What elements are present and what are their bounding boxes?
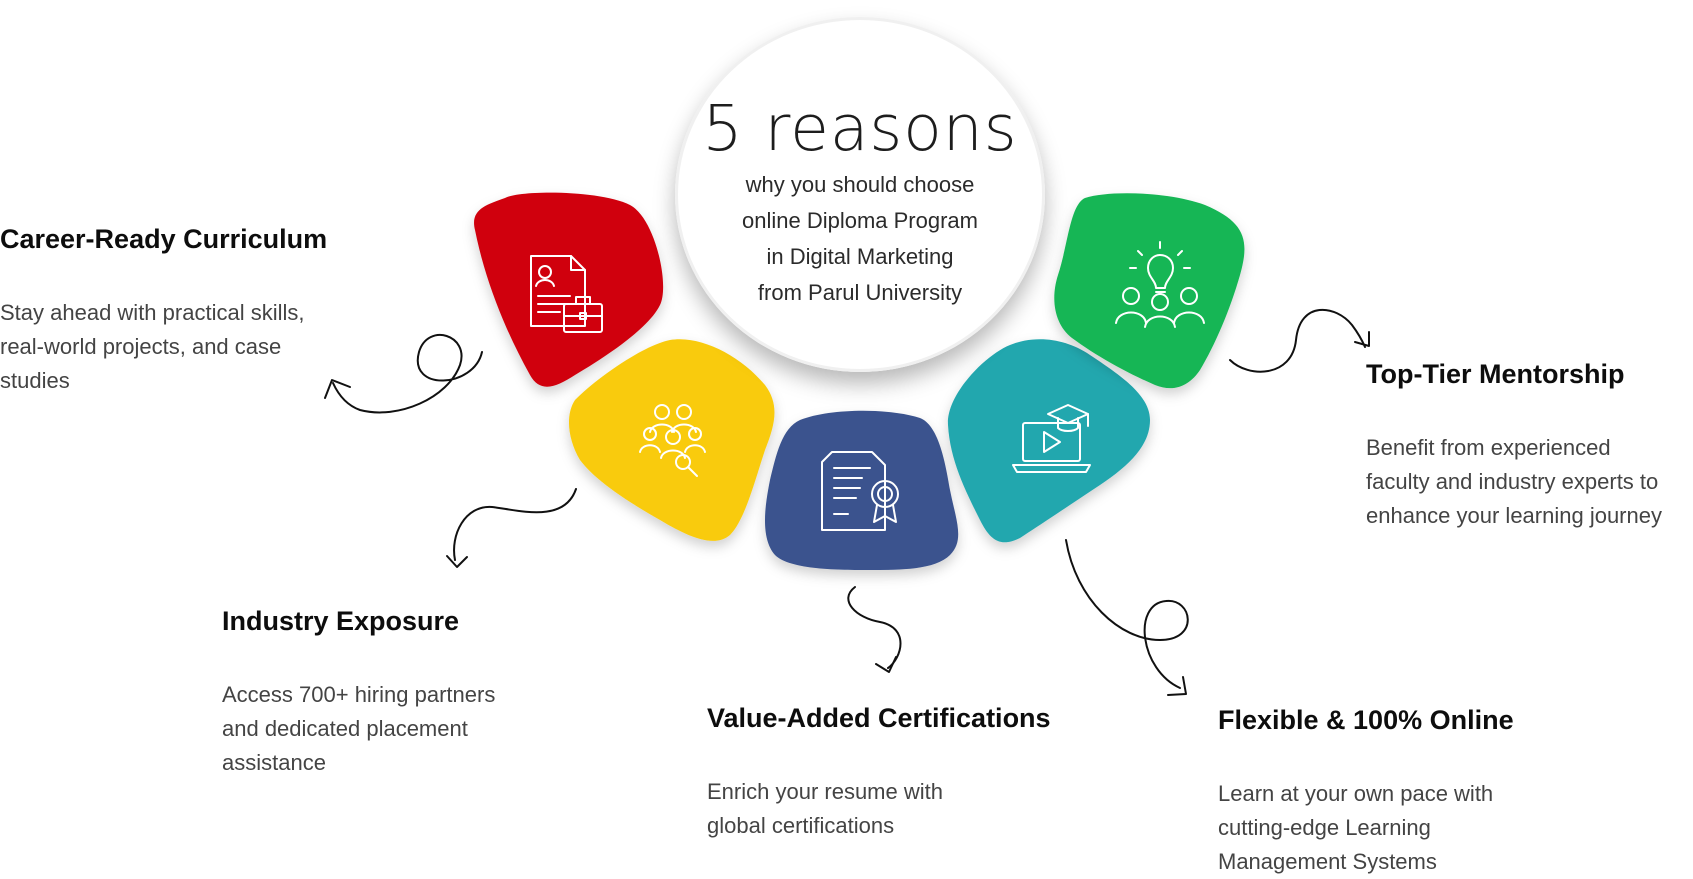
arrow-flexible-online bbox=[1065, 539, 1189, 689]
reason-title: Career-Ready Curriculum bbox=[0, 224, 328, 254]
reason-line: cutting-edge Learning bbox=[1218, 815, 1431, 840]
online-learning-icon bbox=[1012, 404, 1091, 473]
arrow-mentorship bbox=[1229, 308, 1366, 373]
arrow-career-ready bbox=[332, 334, 483, 414]
reason-line: enhance your learning journey bbox=[1366, 503, 1662, 528]
petal-certifications bbox=[765, 410, 959, 570]
petal-industry-exposure bbox=[568, 339, 775, 541]
certificate-icon bbox=[821, 451, 899, 531]
reason-description: Learn at your own pace with cutting-edge… bbox=[1218, 777, 1514, 879]
arrow-industry-exposure bbox=[453, 488, 577, 561]
reason-title: Value-Added Certifications bbox=[707, 703, 1051, 733]
reason-line: Access 700+ hiring partners bbox=[222, 682, 496, 707]
reason-line: Benefit from experienced bbox=[1366, 435, 1611, 460]
center-hub: 5 reasons why you should choose online D… bbox=[675, 17, 1045, 372]
hub-subtitle-line: in Digital Marketing bbox=[766, 244, 954, 269]
reason-career-ready: Career-Ready Curriculum Stay ahead with … bbox=[0, 222, 327, 398]
reason-line: studies bbox=[0, 368, 70, 393]
reason-line: and dedicated placement bbox=[222, 716, 468, 741]
reason-line: assistance bbox=[222, 750, 326, 775]
reason-title: Top-Tier Mentorship bbox=[1366, 359, 1625, 389]
hub-subtitle-line: why you should choose bbox=[745, 172, 975, 197]
petal-mentorship bbox=[1054, 193, 1245, 389]
reason-line: global certifications bbox=[707, 813, 895, 838]
reason-line: faculty and industry experts to bbox=[1366, 469, 1659, 494]
hub-subtitle-line: online Diploma Program bbox=[742, 208, 978, 233]
reason-description: Benefit from experienced faculty and ind… bbox=[1366, 431, 1662, 533]
reason-industry-exposure: Industry Exposure Access 700+ hiring par… bbox=[222, 604, 495, 780]
mentorship-icon bbox=[1115, 241, 1205, 328]
hub-subtitle-line: from Parul University bbox=[757, 280, 963, 305]
reason-line: real-world projects, and case bbox=[0, 334, 282, 359]
reason-flexible-online: Flexible & 100% Online Learn at your own… bbox=[1218, 703, 1514, 879]
reason-line: Learn at your own pace with bbox=[1218, 781, 1494, 806]
reason-certifications: Value-Added Certifications Enrich your r… bbox=[707, 701, 1051, 843]
arrow-certifications bbox=[847, 586, 902, 669]
reason-line: Enrich your resume with bbox=[707, 779, 943, 804]
reason-line: Management Systems bbox=[1218, 849, 1437, 874]
reason-mentorship: Top-Tier Mentorship Benefit from experie… bbox=[1366, 357, 1662, 533]
reason-line: Stay ahead with practical skills, bbox=[0, 300, 305, 325]
arrowhead-flexible-online bbox=[1167, 676, 1187, 696]
arrowhead-career-ready bbox=[324, 379, 351, 399]
petal-flexible-online bbox=[947, 339, 1150, 543]
petal-career-ready bbox=[474, 192, 664, 387]
hub-title: 5 reasons bbox=[702, 92, 1018, 165]
resume-briefcase-icon bbox=[530, 255, 603, 333]
reason-description: Stay ahead with practical skills, real-w… bbox=[0, 296, 327, 398]
reason-title: Industry Exposure bbox=[222, 606, 460, 636]
arrowhead-certifications bbox=[875, 656, 897, 673]
reason-title: Flexible & 100% Online bbox=[1218, 705, 1514, 735]
connector-arrows bbox=[324, 308, 1370, 696]
arrowhead-mentorship bbox=[1354, 331, 1370, 347]
reason-description: Enrich your resume with global certifica… bbox=[707, 775, 1051, 843]
reason-description: Access 700+ hiring partners and dedicate… bbox=[222, 678, 495, 780]
hiring-network-icon bbox=[639, 404, 706, 477]
arrowhead-industry-exposure bbox=[446, 555, 468, 568]
